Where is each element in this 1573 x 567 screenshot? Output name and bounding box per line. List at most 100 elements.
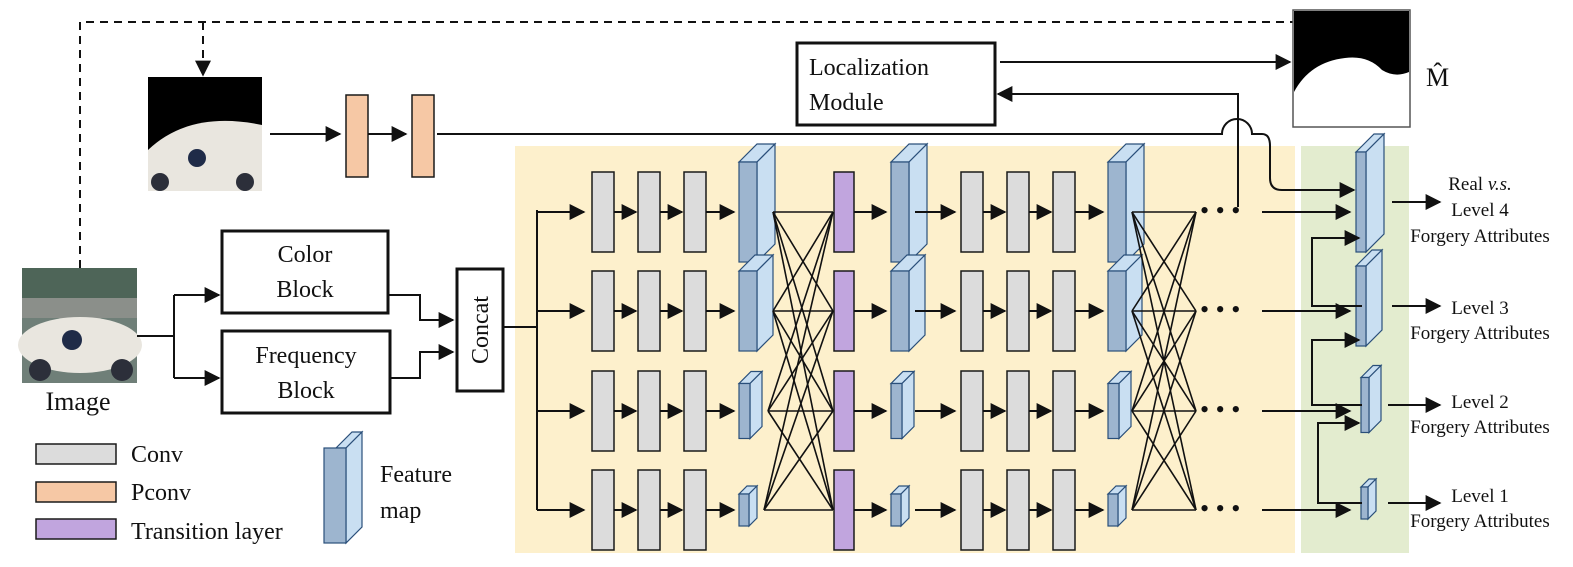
fusion-a-r3-to-r1 — [767, 211, 834, 412]
head-feature-map-r2-side — [1365, 248, 1383, 348]
fusion-c-r4-to-r2 — [1131, 310, 1197, 511]
feature-map-r3-b-front — [890, 382, 903, 440]
output-label-r1-line1: Real v.s. — [1448, 174, 1512, 195]
feature-map-r4-c — [1106, 484, 1128, 528]
concat-fanout — [503, 210, 538, 510]
feature-map-r4-c-side — [1117, 484, 1127, 528]
legend-pconv-swatch — [35, 481, 117, 503]
output-label-r1-em: v.s. — [1488, 174, 1512, 195]
feature-map-r4-b-front — [890, 493, 902, 527]
conv-r4-s1-3 — [683, 469, 707, 551]
feature-map-r3-c-front — [1107, 382, 1120, 440]
input-image — [18, 268, 142, 383]
conv-r4-s2-2 — [1006, 469, 1030, 551]
frequency-to-concat — [390, 344, 455, 379]
conv-r2-s1-2 — [637, 270, 661, 352]
conv-r2-s2-3 — [1052, 270, 1076, 352]
conv-r2-s2-2 — [1006, 270, 1030, 352]
conv-r2-s2-1 — [960, 270, 984, 352]
fusion-c-r4-to-r1 — [1131, 211, 1197, 511]
pconv-block-1 — [345, 94, 369, 178]
pconv-line-to-head — [437, 118, 1356, 198]
output-label-r3-line3: Forgery Attributes — [1410, 417, 1550, 438]
conv-r4-s2-3 — [1052, 469, 1076, 551]
localization-module — [795, 41, 997, 127]
ellipsis-r2: • • • — [1200, 295, 1240, 324]
pconv-block-2 — [411, 94, 435, 178]
conv-r3-s1-1 — [591, 370, 615, 452]
feature-map-r3-a-front — [738, 382, 751, 440]
backbone: • • •• • •• • •• • • — [537, 142, 1352, 551]
head-feature-map-r1-side — [1365, 132, 1385, 254]
feature-map-r2-c — [1106, 253, 1144, 353]
feature-map-r1-c-side — [1125, 142, 1145, 264]
color-to-concat — [388, 294, 455, 328]
feature-map-r2-a — [737, 253, 775, 353]
fusion-c-r4-to-r3 — [1131, 410, 1197, 511]
frequency-block-label-1: Frequency — [255, 343, 356, 369]
feature-map-r1-a — [737, 142, 777, 264]
legend-feature-map-label-2: map — [380, 498, 421, 524]
feature-map-r1-a-side — [756, 142, 776, 264]
legend-conv-swatch — [35, 443, 117, 465]
conv-r3-s2-1 — [960, 370, 984, 452]
fusion-a-r3-to-r2 — [767, 310, 834, 412]
head-feature-map-r2 — [1354, 248, 1384, 348]
output-label-r1-line3: Forgery Attributes — [1410, 226, 1550, 247]
image-label: Image — [46, 387, 111, 416]
feature-map-r2-b-front — [890, 270, 910, 352]
head-feature-map-r1-front — [1355, 151, 1367, 253]
conv-r1-s1-3 — [683, 171, 707, 253]
feature-map-r4-a — [737, 484, 759, 528]
conv-r2-s1-1 — [591, 270, 615, 352]
head-up-connection-1 — [1317, 415, 1362, 504]
concat-block — [455, 267, 505, 393]
feature-map-r2-a-front — [738, 270, 758, 352]
output-label-r1-prefix: Real — [1448, 174, 1488, 195]
frequency-block — [220, 329, 392, 415]
conv-r1-s2-2 — [1006, 171, 1030, 253]
fusion-a-r4-to-r3 — [763, 410, 834, 511]
feature-map-r4-b-side — [900, 484, 910, 528]
legend-pconv-label: Pconv — [131, 480, 191, 506]
conv-r3-s2-2 — [1006, 370, 1030, 452]
feature-map-r3-c — [1106, 370, 1133, 440]
conv-r3-s1-2 — [637, 370, 661, 452]
transition-layer-r3 — [833, 370, 855, 452]
color-block — [220, 229, 390, 315]
feature-map-r3-a-side — [749, 370, 763, 440]
feature-map-r2-c-front — [1107, 270, 1127, 352]
head-up-connection-2 — [1311, 332, 1362, 406]
legend-feature-map-label-1: Feature — [380, 462, 452, 488]
transition-layer-r4 — [833, 469, 855, 551]
color-block-label-2: Block — [276, 277, 333, 303]
legend-transition-label: Transition layer — [131, 519, 283, 545]
head-feature-map-r4-side — [1367, 477, 1377, 521]
mask-label: M̂ — [1426, 63, 1449, 92]
transition-layer-r1 — [833, 171, 855, 253]
feature-map-r1-a-front — [738, 161, 758, 263]
head-feature-map-r3-front — [1360, 376, 1370, 434]
transition-layer-r2 — [833, 270, 855, 352]
ellipsis-r1: • • • — [1200, 196, 1240, 225]
localization-label-2: Module — [809, 90, 884, 116]
feature-map-r1-c-front — [1107, 161, 1127, 263]
legend: Conv Pconv Transition layer Feature map — [35, 430, 452, 545]
conv-r1-s2-1 — [960, 171, 984, 253]
dashed-feedback-line — [79, 21, 1293, 268]
output-label-r1-line2: Level 4 — [1451, 200, 1509, 221]
output-label-r3-line2: Level 2 — [1451, 392, 1509, 413]
ellipsis-r3: • • • — [1200, 395, 1240, 424]
conv-r2-s1-3 — [683, 270, 707, 352]
fusion-a-r3-to-r4 — [767, 410, 834, 511]
feature-map-r1-b-side — [908, 142, 928, 264]
localization-label-1: Localization — [809, 55, 929, 81]
split-lines — [137, 295, 175, 378]
fusion-c-r3-to-r1 — [1131, 211, 1197, 412]
feature-map-r3-b — [889, 370, 916, 440]
predicted-mask — [1292, 9, 1411, 128]
fusion-a-r2-to-r1 — [772, 211, 834, 312]
head-feature-map-r3 — [1359, 364, 1383, 434]
conv-r4-s1-1 — [591, 469, 615, 551]
feature-map-r4-b — [889, 484, 911, 528]
